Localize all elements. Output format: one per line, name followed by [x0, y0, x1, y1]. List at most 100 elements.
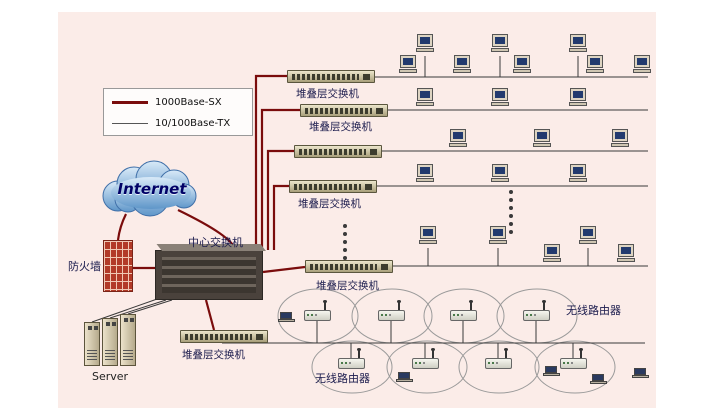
pc-icon	[418, 226, 438, 248]
pc-base	[491, 48, 509, 52]
router-antenna	[504, 348, 508, 359]
pc-monitor	[417, 88, 433, 101]
pc-base	[491, 102, 509, 106]
ethernet-links-10100base	[91, 56, 648, 358]
legend-label-10100base: 10/100Base-TX	[155, 117, 231, 129]
pc-base	[633, 69, 651, 73]
pc-base	[416, 48, 434, 52]
firewall-label: 防火墙	[68, 260, 101, 273]
pc-screen	[453, 132, 463, 139]
pc-monitor	[612, 129, 628, 142]
pc-icon	[578, 226, 598, 248]
router-leds	[341, 362, 343, 364]
router-antenna	[323, 300, 327, 311]
pc-monitor	[544, 244, 560, 257]
laptop-icon	[396, 372, 413, 383]
laptop-icon	[590, 374, 607, 385]
pc-monitor	[514, 55, 530, 68]
stacked-switch-icon	[180, 330, 268, 343]
pc-monitor	[492, 34, 508, 47]
laptop-screen	[634, 368, 646, 375]
pc-screen	[495, 37, 505, 44]
pc-screen	[573, 91, 583, 98]
switch-ports	[294, 184, 361, 190]
pc-icon	[568, 88, 588, 110]
router-body	[378, 310, 405, 321]
laptop-icon	[632, 368, 649, 379]
server-lights	[124, 318, 128, 322]
pc-base	[533, 143, 551, 147]
wireless-router-icon	[560, 348, 587, 369]
router-antenna	[397, 300, 401, 311]
pc-icon	[542, 244, 562, 266]
pc-screen	[615, 132, 625, 139]
stacked-switch-label: 堆叠层交换机	[182, 349, 245, 361]
router-body	[450, 310, 477, 321]
switch-uplink-port	[381, 264, 388, 270]
server-tower-icon	[84, 322, 100, 366]
pc-icon	[488, 226, 508, 248]
router-leds	[381, 314, 383, 316]
laptop-icon	[278, 312, 295, 323]
server-lights	[106, 322, 110, 326]
pc-monitor	[450, 129, 466, 142]
internet-cloud	[102, 160, 197, 217]
pc-monitor	[570, 164, 586, 177]
switch-ports	[299, 149, 366, 155]
router-antenna	[579, 348, 583, 359]
stacked-switch-label: 堆叠层交换机	[309, 121, 372, 133]
pc-screen	[423, 229, 433, 236]
legend-line-10100base	[112, 122, 148, 124]
pc-monitor	[454, 55, 470, 68]
firewall-icon	[103, 240, 133, 292]
laptop-base	[278, 319, 295, 322]
stacked-switch-icon	[300, 104, 388, 117]
pc-screen	[590, 58, 600, 65]
pc-screen	[420, 167, 430, 174]
router-antenna	[357, 348, 361, 359]
pc-base	[513, 69, 531, 73]
stacked-switch-icon	[294, 145, 382, 158]
pc-icon	[512, 55, 532, 77]
router-leds	[563, 362, 565, 364]
laptop-base	[590, 381, 607, 384]
switch-uplink-port	[370, 149, 377, 155]
router-body	[485, 358, 512, 369]
pc-icon	[415, 34, 435, 56]
pc-icon	[452, 55, 472, 77]
central-switch-label: 中心交换机	[188, 236, 243, 249]
central-switch-slots	[162, 257, 256, 293]
pc-monitor	[634, 55, 650, 68]
switch-uplink-port	[256, 334, 263, 340]
stacked-switch-icon	[287, 70, 375, 83]
stacked-switch-label: 堆叠层交换机	[296, 88, 359, 100]
pc-monitor	[580, 226, 596, 239]
pc-base	[617, 258, 635, 262]
pc-screen	[537, 132, 547, 139]
wireless-router-icon	[338, 348, 365, 369]
server-lights	[88, 326, 92, 330]
pc-monitor	[570, 34, 586, 47]
pc-icon	[532, 129, 552, 151]
pc-icon	[568, 34, 588, 56]
router-body	[304, 310, 331, 321]
router-antenna	[431, 348, 435, 359]
wireless-router-icon	[450, 300, 477, 321]
laptop-screen	[592, 374, 604, 381]
central-switch-icon	[155, 244, 266, 300]
server-label: Server	[92, 370, 129, 383]
server-slots	[123, 350, 133, 361]
legend: 1000Base-SX 10/100Base-TX	[103, 88, 253, 136]
wireless-router-icon	[304, 300, 331, 321]
stacked-switch-label: 堆叠层交换机	[298, 198, 361, 210]
pc-screen	[420, 91, 430, 98]
pc-screen	[583, 229, 593, 236]
server-tower-icon	[102, 318, 118, 366]
stacked-switch-label: 堆叠层交换机	[316, 280, 379, 292]
server-slots	[87, 350, 97, 361]
pc-screen	[493, 229, 503, 236]
pc-screen	[637, 58, 647, 65]
pc-icon	[490, 88, 510, 110]
